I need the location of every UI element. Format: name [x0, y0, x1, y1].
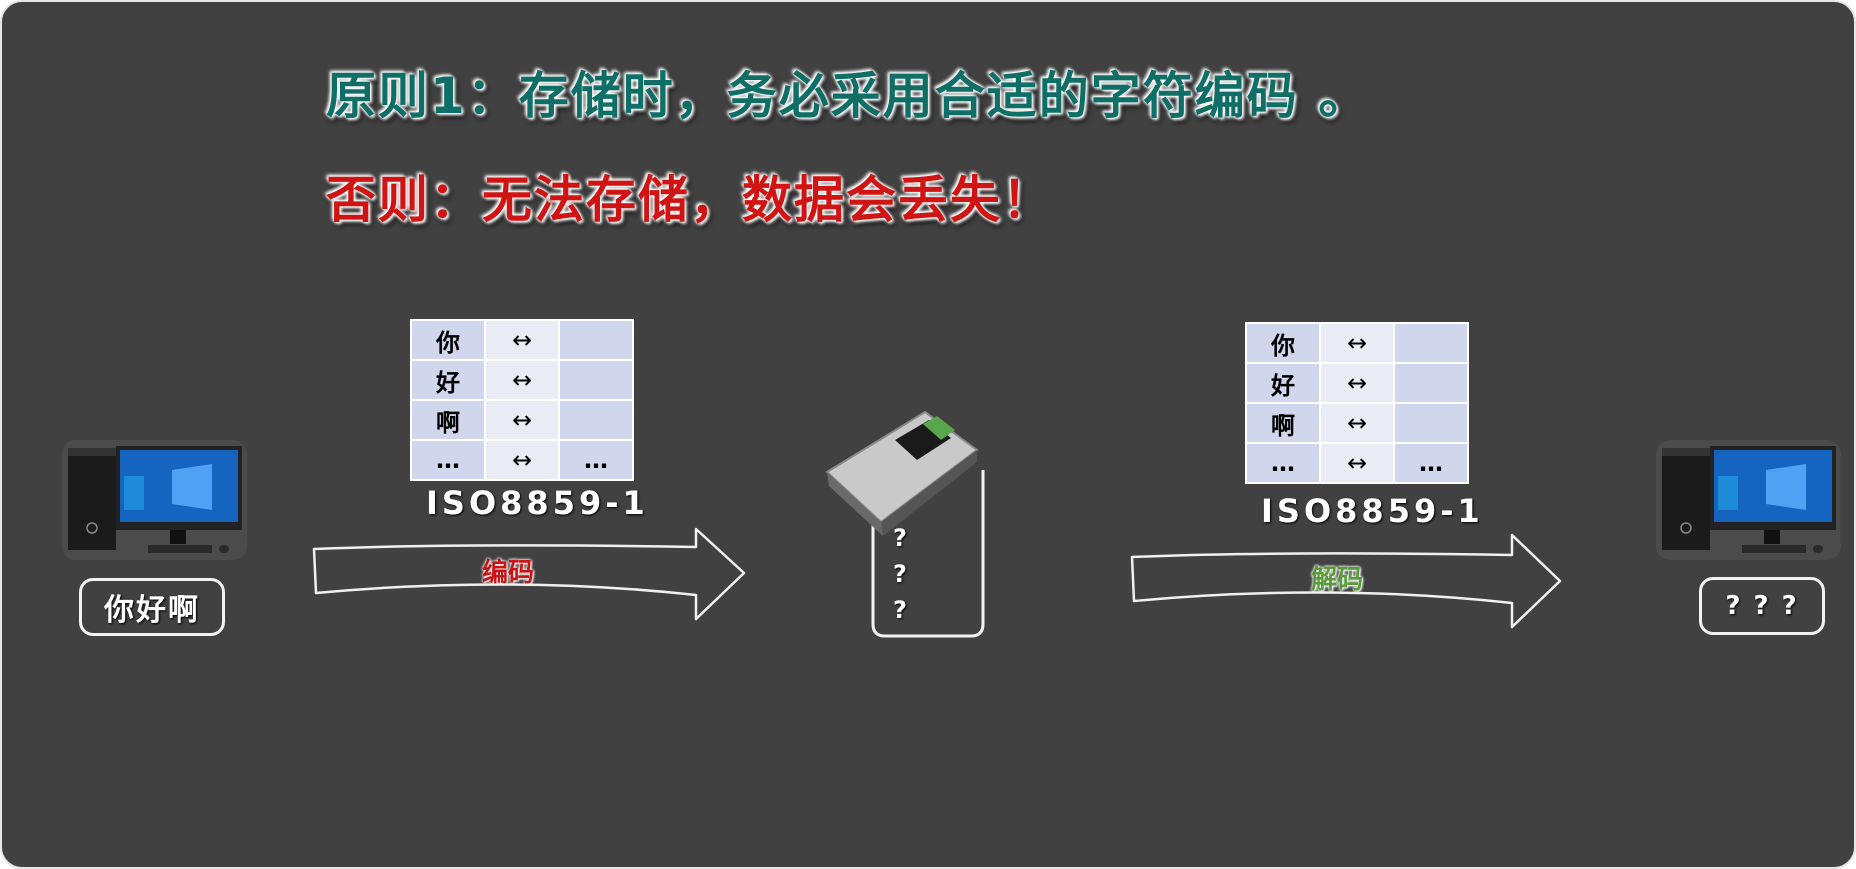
encode-label: 编码 — [482, 558, 535, 588]
table-row: 你↔ — [1245, 322, 1469, 364]
decode-label: 解码 — [1311, 565, 1364, 595]
mapping-cell: ↔ — [1319, 442, 1395, 484]
desktop-computer-icon — [62, 440, 247, 560]
mapping-cell: ↔ — [1319, 362, 1395, 404]
code-cell — [558, 359, 634, 401]
mapping-cell: ↔ — [484, 399, 560, 441]
char-cell: 你 — [1245, 322, 1321, 364]
stored-char: ? — [893, 560, 907, 588]
encode-charset-label: ISO8859-1 — [426, 484, 649, 522]
stored-char: ? — [893, 524, 907, 552]
code-cell — [558, 399, 634, 441]
char-cell: 好 — [410, 359, 486, 401]
table-row: 啊↔ — [1245, 402, 1469, 444]
code-cell — [1393, 402, 1469, 444]
mapping-cell: ↔ — [484, 359, 560, 401]
encode-arrow — [312, 527, 746, 621]
decode-charset-label: ISO8859-1 — [1261, 492, 1484, 530]
table-row: 啊↔ — [410, 399, 634, 441]
table-row: 好↔ — [410, 359, 634, 401]
table-row: …↔… — [1245, 442, 1469, 484]
stored-char: ? — [893, 596, 907, 624]
code-cell: … — [558, 439, 634, 481]
code-cell — [1393, 362, 1469, 404]
code-cell: … — [1393, 442, 1469, 484]
char-cell: … — [410, 439, 486, 481]
encode-table: 你↔ 好↔ 啊↔ …↔… — [410, 319, 634, 481]
table-row: 好↔ — [1245, 362, 1469, 404]
mapping-cell: ↔ — [1319, 322, 1395, 364]
char-cell: 你 — [410, 319, 486, 361]
decode-table: 你↔ 好↔ 啊↔ …↔… — [1245, 322, 1469, 484]
source-text-box: 你好啊 — [79, 578, 225, 636]
char-cell: 好 — [1245, 362, 1321, 404]
target-text-box: ? ? ? — [1699, 577, 1825, 635]
hard-disk-icon — [825, 410, 985, 638]
char-cell: 啊 — [1245, 402, 1321, 444]
char-cell: 啊 — [410, 399, 486, 441]
mapping-cell: ↔ — [484, 319, 560, 361]
decode-arrow — [1130, 533, 1562, 629]
mapping-cell: ↔ — [1319, 402, 1395, 444]
code-cell — [558, 319, 634, 361]
code-cell — [1393, 322, 1469, 364]
table-row: …↔… — [410, 439, 634, 481]
consequence-heading: 否则：无法存储，数据会丢失！ — [326, 171, 1054, 229]
char-cell: … — [1245, 442, 1321, 484]
mapping-cell: ↔ — [484, 439, 560, 481]
table-row: 你↔ — [410, 319, 634, 361]
principle-heading: 原则1：存储时，务必采用合适的字符编码 。 — [326, 67, 1371, 125]
desktop-computer-icon — [1656, 440, 1841, 560]
